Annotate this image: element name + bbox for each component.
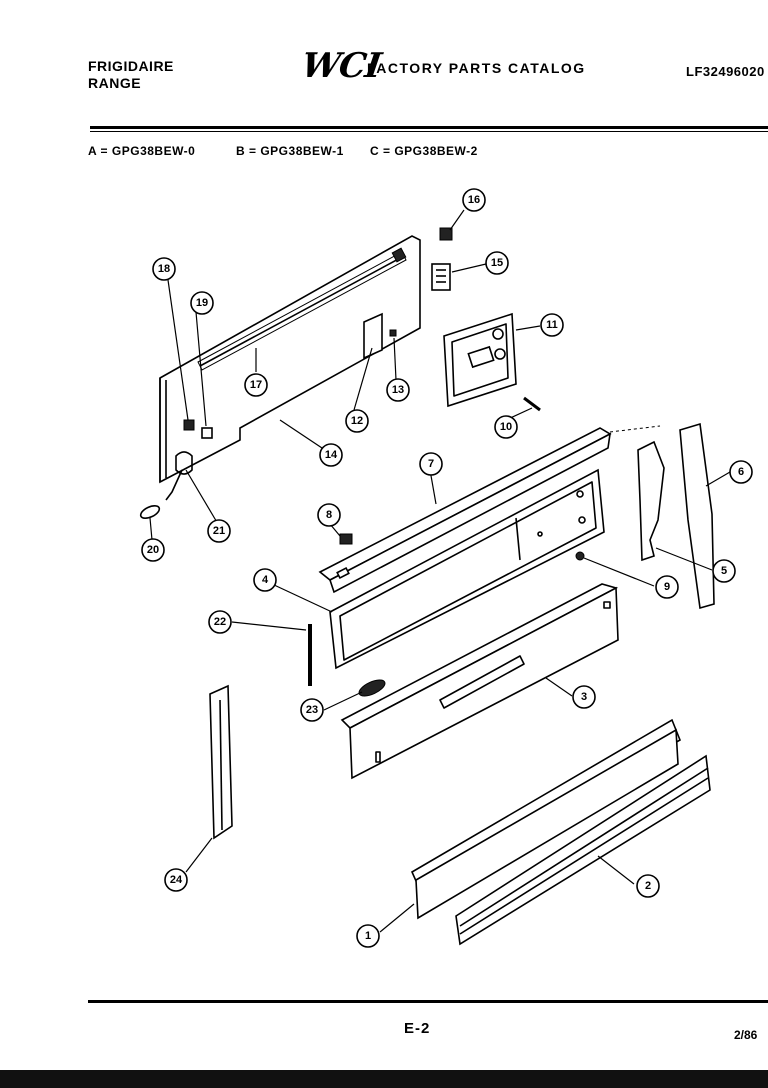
brand-name: FRIGIDAIRE xyxy=(88,58,174,74)
callout-20-label: 20 xyxy=(147,544,159,556)
model-number: LF32496020 xyxy=(686,64,765,79)
catalog-date: 2/86 xyxy=(734,1028,758,1042)
callout-3: 3 xyxy=(572,685,596,709)
callout-17: 17 xyxy=(244,373,268,397)
header-rule-thin xyxy=(90,131,768,132)
callout-11-label: 11 xyxy=(546,319,558,331)
callout-12-label: 12 xyxy=(351,415,363,427)
callout-16: 16 xyxy=(462,188,486,212)
callout-14: 14 xyxy=(319,443,343,467)
callout-12: 12 xyxy=(345,409,369,433)
panel-overlay xyxy=(329,468,605,670)
callout-17-label: 17 xyxy=(250,379,262,391)
callout-15: 15 xyxy=(485,251,509,275)
part-15-shape xyxy=(431,263,451,291)
callout-18: 18 xyxy=(152,257,176,281)
callout-6-label: 6 xyxy=(738,466,744,478)
callout-19: 19 xyxy=(190,291,214,315)
part-9-shape xyxy=(575,551,585,561)
page-number: E-2 xyxy=(404,1020,431,1037)
callout-21: 21 xyxy=(207,519,231,543)
callout-4-label: 4 xyxy=(262,574,269,586)
callout-23: 23 xyxy=(300,698,324,722)
brand-block: FRIGIDAIRE RANGE xyxy=(88,58,174,92)
callout-14-label: 14 xyxy=(325,449,338,461)
callout-4: 4 xyxy=(253,568,277,592)
callout-5-label: 5 xyxy=(721,565,727,577)
part-23-shape xyxy=(358,679,386,697)
lower-panel xyxy=(340,583,619,780)
callout-16-label: 16 xyxy=(468,194,480,206)
callout-2-label: 2 xyxy=(645,880,651,892)
callout-8-label: 8 xyxy=(326,509,332,521)
callout-10: 10 xyxy=(494,415,518,439)
callout-9: 9 xyxy=(655,575,679,599)
catalog-title: FACTORY PARTS CATALOG xyxy=(367,60,586,76)
scan-edge-bar xyxy=(0,1070,768,1088)
callout-19-label: 19 xyxy=(196,297,208,309)
callout-20: 20 xyxy=(141,538,165,562)
part-16-shape xyxy=(439,227,453,241)
callout-24: 24 xyxy=(164,868,188,892)
callout-1-label: 1 xyxy=(365,930,371,942)
callout-1: 1 xyxy=(356,924,380,948)
callout-13-label: 13 xyxy=(392,384,404,396)
callout-7-label: 7 xyxy=(428,458,434,470)
callout-18-label: 18 xyxy=(158,263,170,275)
callout-11: 11 xyxy=(540,313,564,337)
variant-c: C = GPG38BEW-2 xyxy=(370,144,478,158)
callout-7: 7 xyxy=(419,452,443,476)
product-name: RANGE xyxy=(88,75,142,91)
side-trims xyxy=(637,422,715,610)
footer-rule xyxy=(88,1000,768,1003)
kick-plate xyxy=(410,718,711,946)
callout-2: 2 xyxy=(636,874,660,898)
part-8-shape xyxy=(339,533,353,545)
callout-9-label: 9 xyxy=(664,581,670,593)
callout-5: 5 xyxy=(712,559,736,583)
callout-6: 6 xyxy=(729,460,753,484)
callout-22: 22 xyxy=(208,610,232,634)
bracket-24 xyxy=(209,684,233,840)
variant-a: A = GPG38BEW-0 xyxy=(88,144,196,158)
control-panel xyxy=(318,427,612,594)
callout-22-label: 22 xyxy=(214,616,226,628)
callout-10-label: 10 xyxy=(500,421,512,433)
leader-lines xyxy=(149,209,731,933)
callout-15-label: 15 xyxy=(491,257,503,269)
clock-module xyxy=(443,312,517,408)
callout-13: 13 xyxy=(386,378,410,402)
back-panel xyxy=(159,235,421,501)
callout-23-label: 23 xyxy=(306,704,318,716)
variant-b: B = GPG38BEW-1 xyxy=(236,144,344,158)
header-rule xyxy=(90,126,768,129)
callout-24-label: 24 xyxy=(170,874,183,886)
part-20-shape xyxy=(139,505,161,519)
callout-3-label: 3 xyxy=(581,691,587,703)
callout-21-label: 21 xyxy=(213,525,225,537)
callout-8: 8 xyxy=(317,503,341,527)
